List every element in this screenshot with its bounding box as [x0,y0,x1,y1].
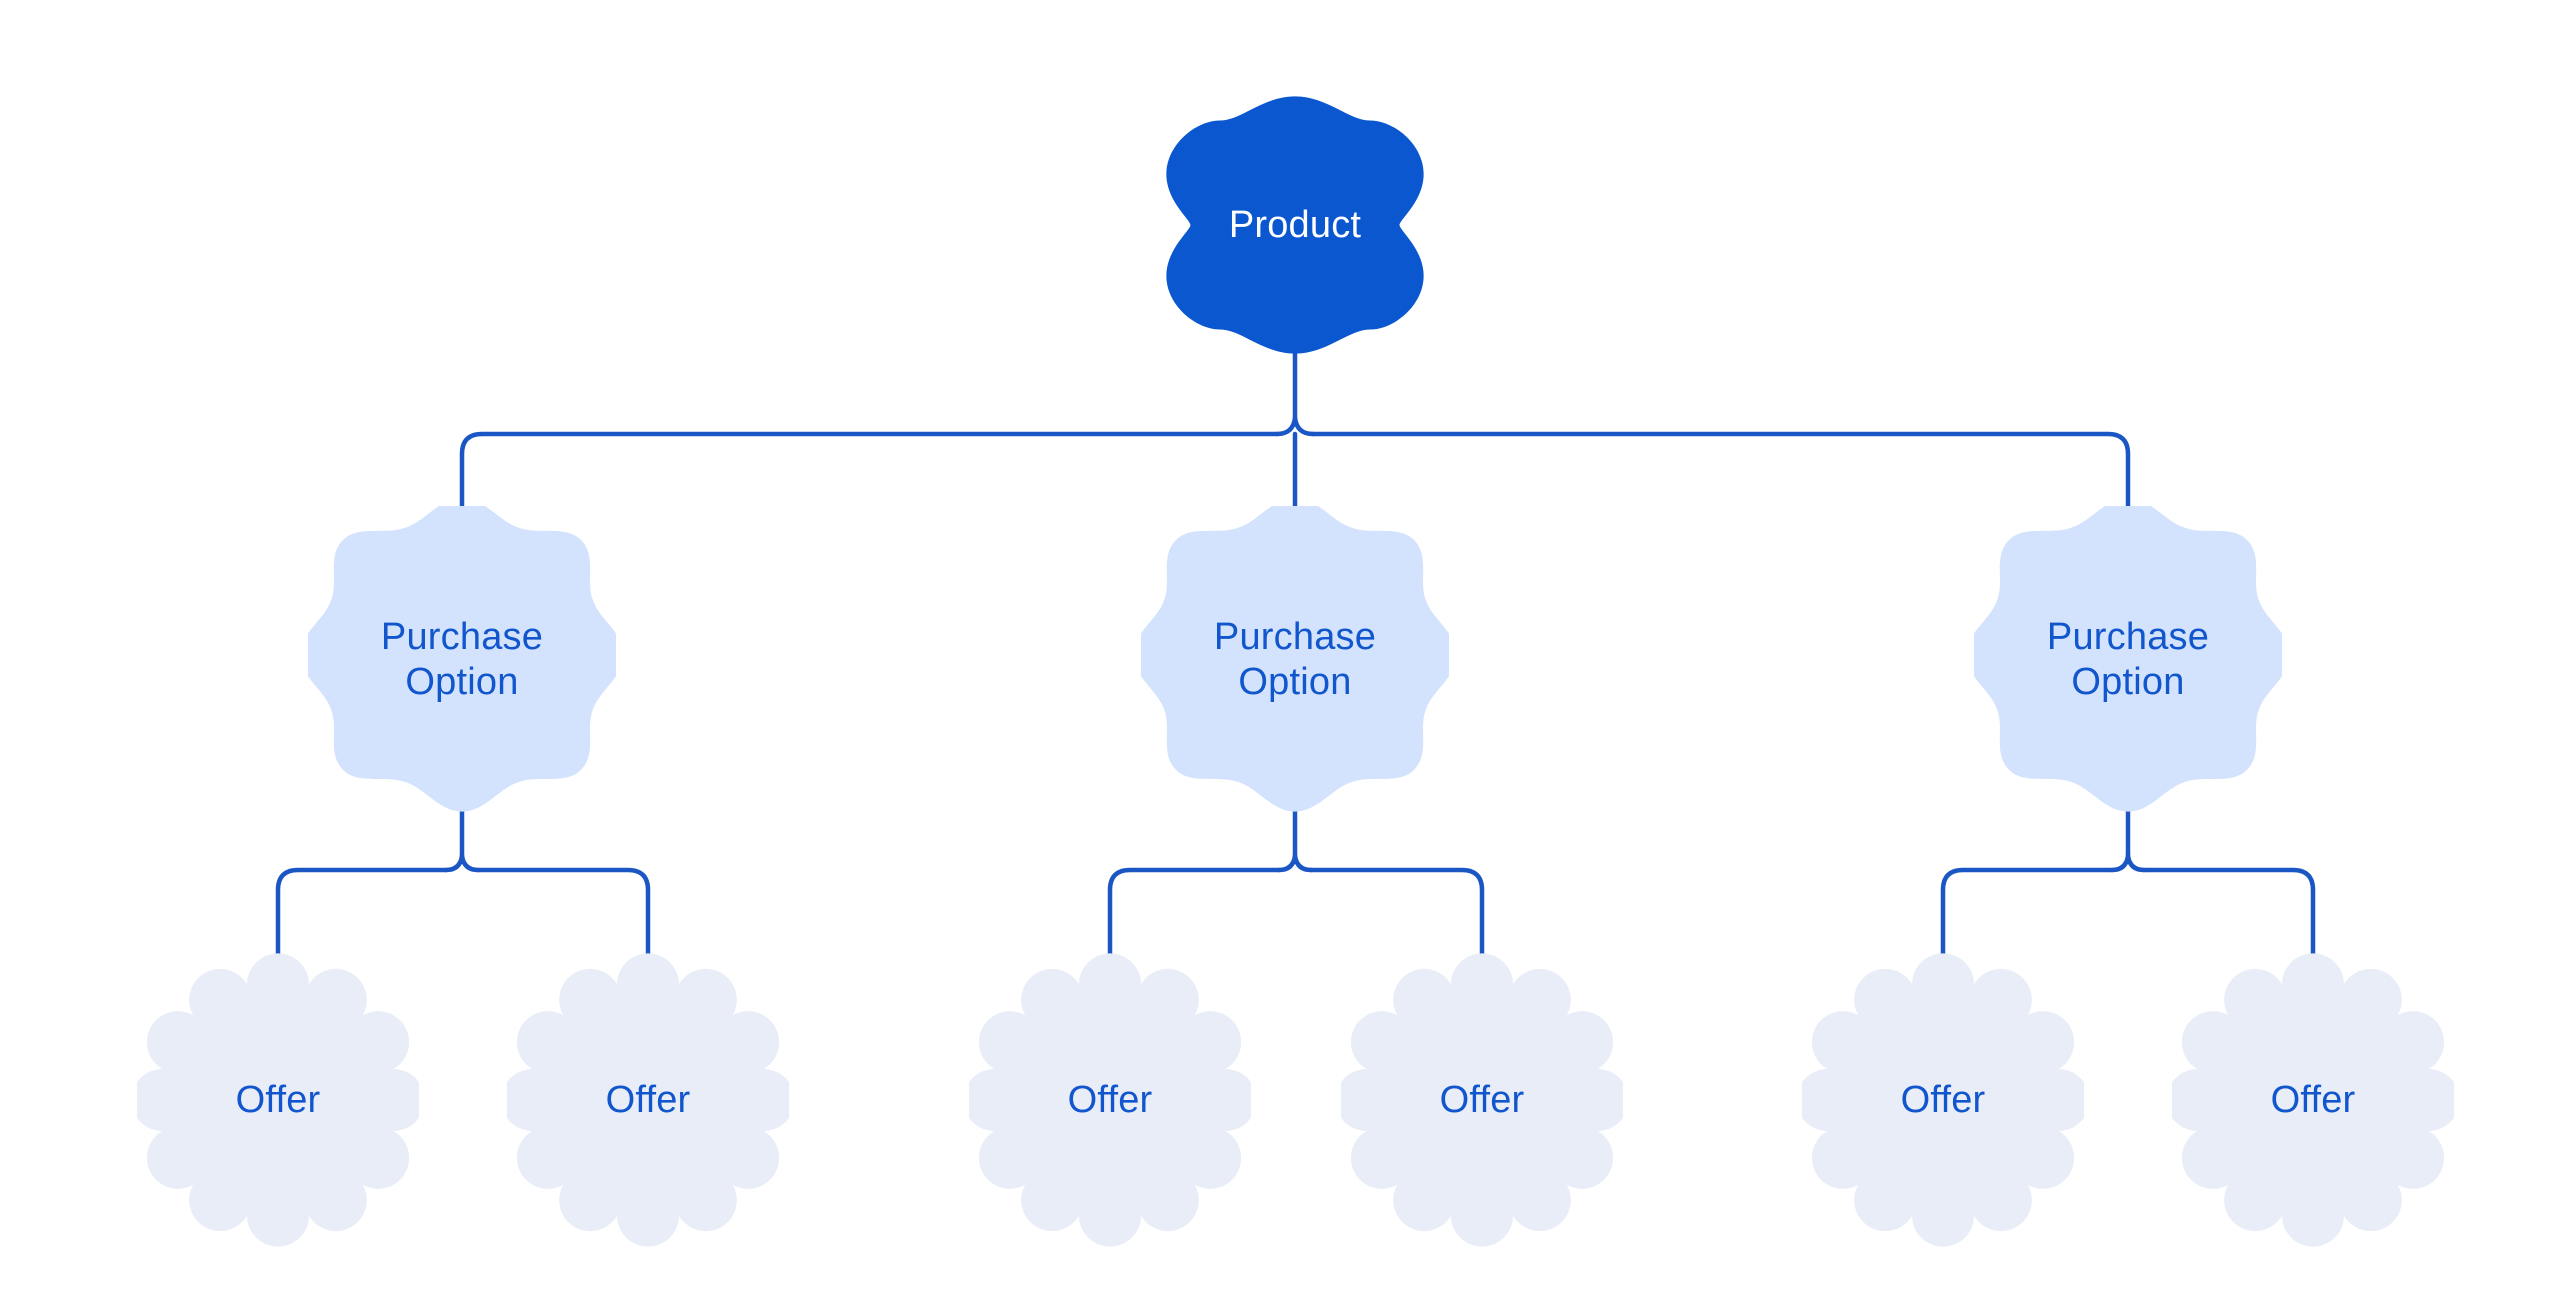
purchase-option-flower-shape [1974,506,2282,812]
edge-option-1-junction-left [1276,853,1298,873]
offer-label: Offer [1900,1078,1986,1121]
purchase-option-flower-shape [308,506,616,812]
node-offer-4[interactable]: Offer [1341,951,1623,1249]
product-blob-shape [1166,96,1424,354]
offer-label: Offer [1439,1078,1525,1121]
node-offer-6[interactable]: Offer [2172,951,2454,1249]
edge-option-2-junction-right [2125,853,2147,873]
offer-label: Offer [1067,1078,1153,1121]
offer-scallop-shape [2172,953,2454,1247]
node-purchase-option-3[interactable]: Purchase Option [1974,506,2282,814]
node-product[interactable]: Product [1161,91,1429,359]
purchase-option-label: Purchase Option [380,616,544,703]
edge-root-junction-left [1274,415,1298,437]
offer-scallop-shape [137,953,419,1247]
node-purchase-option-1[interactable]: Purchase Option [308,506,616,814]
product-label: Product [1228,203,1362,246]
node-offer-5[interactable]: Offer [1802,951,2084,1249]
edge-root-junction-right [1292,415,1316,437]
purchase-option-label: Purchase Option [1213,616,1377,703]
node-offer-3[interactable]: Offer [969,951,1251,1249]
offer-label: Offer [235,1078,321,1121]
offer-label: Offer [2270,1078,2356,1121]
edge-option-0-junction-left [443,853,465,873]
purchase-option-flower-shape [1141,506,1449,812]
node-purchase-option-2[interactable]: Purchase Option [1141,506,1449,814]
offer-label: Offer [605,1078,691,1121]
purchase-option-label: Purchase Option [2046,616,2210,703]
edge-option-0-junction-right [459,853,481,873]
offer-scallop-shape [1802,953,2084,1247]
offer-scallop-shape [1341,953,1623,1247]
edge-option-1-junction-right [1292,853,1314,873]
edge-option-2-junction-left [2109,853,2131,873]
offer-scallop-shape [969,953,1251,1247]
offer-scallop-shape [507,953,789,1247]
node-offer-2[interactable]: Offer [507,951,789,1249]
node-offer-1[interactable]: Offer [137,951,419,1249]
